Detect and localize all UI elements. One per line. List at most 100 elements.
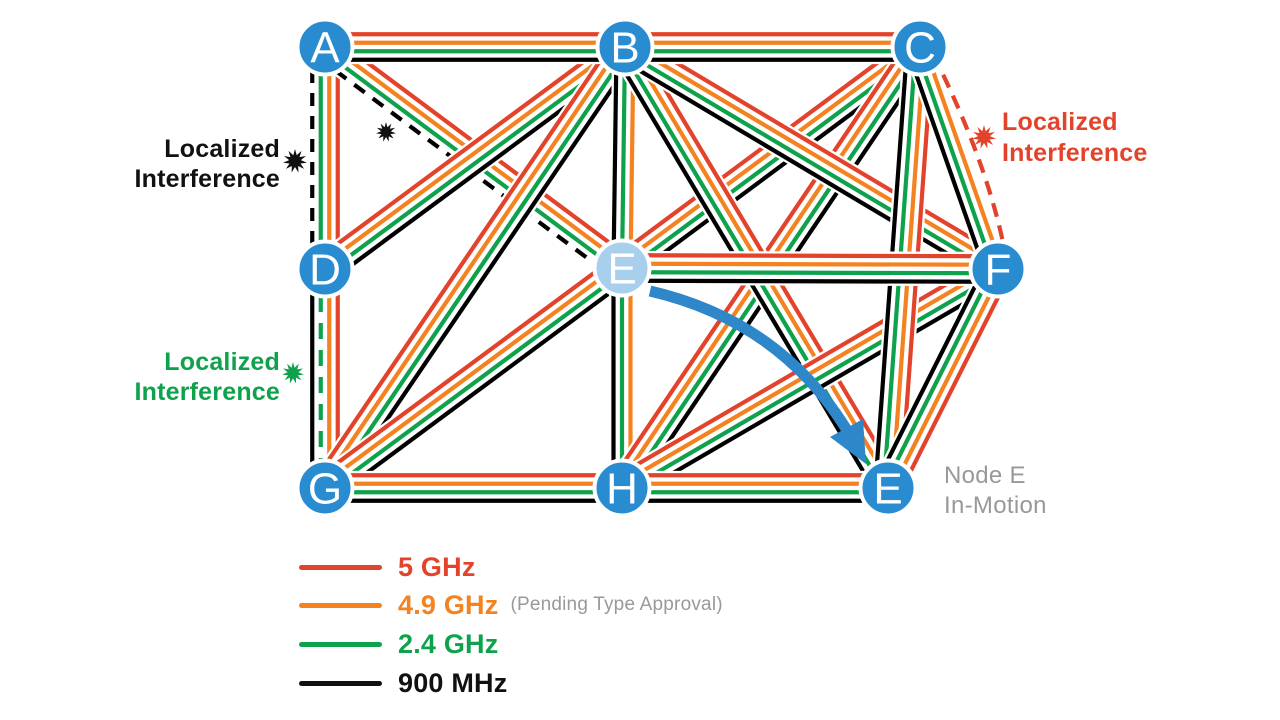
stripe-4.9 (889, 269, 1004, 491)
node-circle (968, 239, 1028, 299)
node-letter: H (606, 465, 638, 514)
stripe-2.4 (326, 269, 626, 494)
stripe-5 (312, 38, 617, 483)
interference-label-line2: Interference (134, 165, 280, 193)
node-circle (592, 238, 652, 298)
stripe-900 (333, 52, 638, 497)
stripe-4.9 (319, 43, 624, 487)
node-letter: A (310, 24, 340, 73)
link-E-F (621, 250, 999, 287)
stripe-4.9 (321, 262, 621, 487)
stripe-5 (897, 273, 1012, 495)
legend-swatch-900mhz (299, 680, 382, 686)
link-C-F (903, 44, 1009, 275)
stripe-4.9 (626, 41, 1002, 268)
legend-label-900mhz: 900 MHz (398, 667, 508, 698)
node-D: D (295, 239, 355, 299)
legend-row-49ghz: 4.9 GHz (Pending Type Approval) (299, 585, 723, 625)
node-circle (858, 458, 918, 518)
motion-arrow (648, 285, 866, 464)
node-E-moved: E (858, 458, 918, 518)
legend-row-900mhz: 900 MHz (299, 663, 507, 703)
node-G: G (295, 458, 355, 518)
node-F: F (968, 239, 1028, 299)
legend-swatch-5ghz (299, 564, 382, 570)
node-e-in-motion-label: Node E In-Motion (944, 461, 1047, 521)
link-B-C (625, 29, 920, 65)
stripe-2.4 (619, 46, 628, 269)
interference-burst-icon-0 (283, 149, 307, 173)
interference-label-24ghz: Localized Interference (80, 347, 280, 407)
link-G-B (310, 37, 640, 498)
node-E-ghost: E (592, 238, 652, 298)
node-circle (295, 17, 355, 77)
node-B: B (595, 17, 655, 77)
stripe-5 (316, 256, 616, 480)
stripe-2.4 (326, 48, 631, 492)
node-circle (890, 17, 950, 77)
legend-label-49ghz: 4.9 GHz (398, 589, 499, 620)
interference-label-900mhz: Localized Interference (80, 134, 280, 194)
node-H: H (592, 458, 652, 518)
stripe-2.4 (621, 48, 997, 275)
stripe-900 (621, 278, 998, 284)
stripe-5 (931, 53, 1007, 248)
interference-label-line1: Localized (164, 348, 280, 376)
stripe-900 (905, 50, 988, 274)
stripe-4.9 (622, 261, 999, 267)
legend-swatch-49ghz (299, 602, 382, 608)
node-letter: C (904, 24, 936, 73)
legend-row-24ghz: 2.4 GHz (299, 624, 498, 664)
node-C: C (890, 17, 950, 77)
interference-burst-icon-2 (282, 362, 304, 384)
legend-swatch-24ghz (299, 641, 382, 647)
node-circle (592, 458, 652, 518)
node-e-motion-line2: In-Motion (944, 492, 1047, 519)
stripe-900 (611, 46, 619, 268)
interference-label-line1: Localized (164, 135, 280, 163)
motion-arrow-shaft (648, 285, 860, 447)
node-letter: G (308, 465, 342, 514)
stripe-5 (316, 35, 619, 261)
node-letter: F (985, 246, 1012, 295)
link-A-D (307, 47, 343, 269)
interference-label-line2: Interference (134, 378, 280, 406)
interference-burst-icon-1 (376, 122, 396, 142)
node-A: A (295, 17, 355, 77)
link-H-E2 (622, 470, 888, 506)
stripe-5 (622, 253, 999, 259)
node-circle (295, 239, 355, 299)
link-G-E (314, 254, 633, 502)
interference-burst-icon-3 (972, 125, 996, 149)
motion-arrow-head-icon (830, 419, 866, 464)
interference-label-line1: Localized (1002, 108, 1118, 136)
stripe-4.9 (922, 44, 1004, 269)
link-F-E2 (872, 261, 1014, 496)
stripe-900 (331, 276, 631, 500)
stripe-900 (874, 262, 989, 484)
node-circle (595, 17, 655, 77)
stripe-4.9 (321, 41, 624, 268)
link-A-B (325, 29, 625, 65)
stripe-900 (617, 56, 993, 282)
stripe-2.4 (914, 47, 996, 272)
stripe-2.4 (621, 270, 998, 276)
legend-note-pending-approval: (Pending Type Approval) (510, 594, 723, 615)
stripe-2.4 (882, 266, 997, 488)
stripe-4.9 (618, 41, 919, 267)
legend-label-24ghz: 2.4 GHz (398, 628, 499, 659)
link-D-G (307, 269, 343, 488)
interference-label-line2: Interference (1002, 139, 1148, 167)
node-circle (295, 458, 355, 518)
link-B-F (616, 32, 1007, 284)
node-letter: E (607, 245, 636, 294)
node-letter: E (873, 465, 902, 514)
node-letter: D (309, 246, 341, 295)
node-letter: B (610, 24, 639, 73)
legend-row-5ghz: 5 GHz (299, 547, 476, 587)
link-G-H (325, 470, 622, 506)
stripe-5 (630, 34, 1006, 260)
node-e-motion-line1: Node E (944, 462, 1026, 489)
